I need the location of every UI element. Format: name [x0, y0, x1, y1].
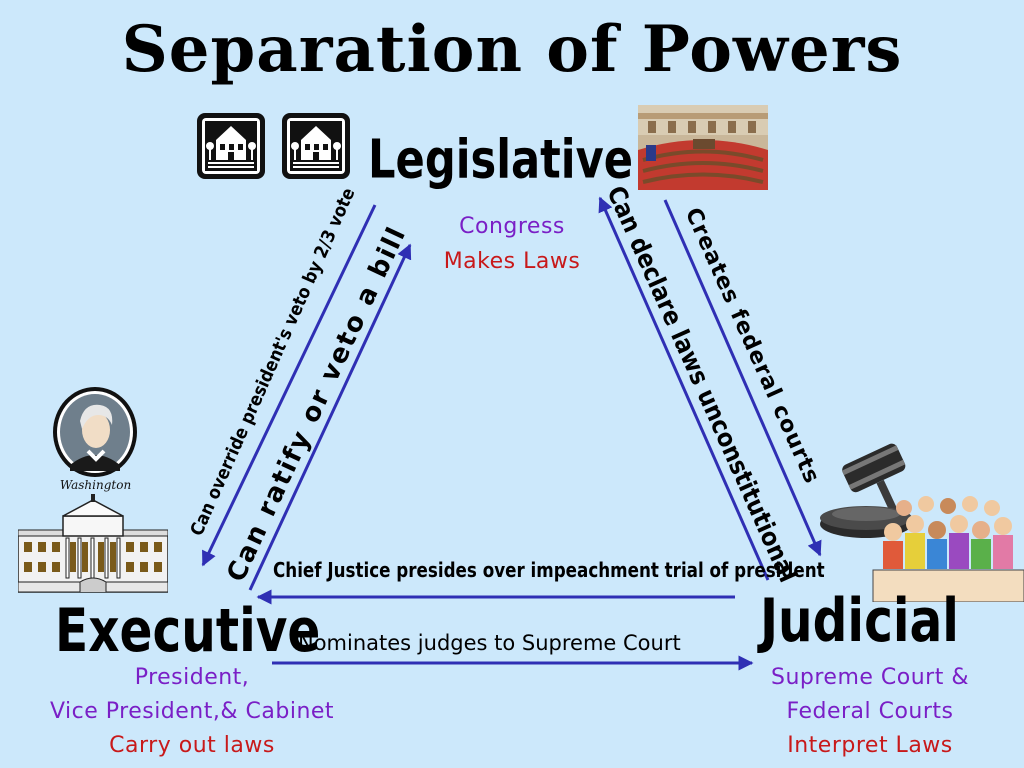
judicial-branch-title: Judicial	[760, 586, 959, 656]
executive-role: Carry out laws	[109, 733, 275, 758]
legislative-role: Makes Laws	[443, 249, 581, 274]
judicial-role: Interpret Laws	[787, 733, 953, 758]
gavel-jury-image	[820, 443, 1024, 602]
arrow-ratify-veto	[248, 243, 412, 591]
legislative-branch-title: Legislative	[368, 128, 634, 191]
washington-caption: Washington	[59, 478, 132, 492]
executive-body-line2: Vice President,& Cabinet	[49, 699, 335, 724]
executive-branch-title: Executive	[55, 596, 321, 666]
arrow-override-veto	[201, 204, 377, 567]
white-house-image	[18, 494, 168, 593]
judicial-body-line1: Supreme Court &	[770, 665, 970, 690]
impeachment-trial-label: Chief Justice presides over impeachment …	[273, 558, 825, 582]
capitol-building-icon	[197, 113, 265, 179]
arrow-create-courts	[663, 199, 822, 557]
judicial-body-line2: Federal Courts	[786, 699, 954, 724]
senate-chamber-image	[638, 105, 768, 190]
legislative-body: Congress	[459, 214, 565, 239]
arrow-declare-unconstitutional	[598, 196, 770, 581]
washington-portrait-image	[53, 387, 137, 477]
executive-body-line1: President,	[134, 665, 250, 690]
nominate-judges-label: Nominates judges to Supreme Court	[298, 631, 681, 655]
page-title: Separation of Powers	[121, 12, 903, 87]
house-building-icon	[282, 113, 350, 179]
